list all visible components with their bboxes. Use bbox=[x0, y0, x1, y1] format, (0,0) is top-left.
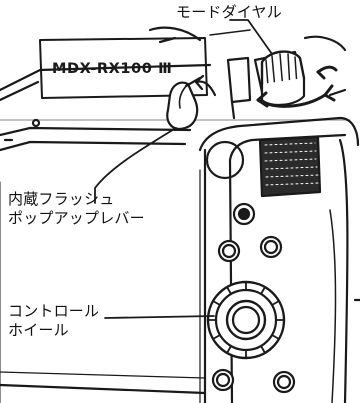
buttons[interactable] bbox=[211, 202, 296, 394]
control-wheel-label: コントロール ホイール bbox=[8, 302, 99, 340]
control-wheel[interactable] bbox=[206, 280, 286, 360]
control-wheel-label-line1: コントロール bbox=[8, 302, 100, 320]
mode-dial[interactable] bbox=[253, 50, 306, 106]
flash-popup-lever[interactable] bbox=[166, 76, 202, 130]
model-plate: MDX-RX100 Ⅲ bbox=[39, 37, 208, 99]
top-controls bbox=[209, 29, 347, 120]
mode-dial-label-text: モードダイヤル bbox=[176, 3, 282, 21]
mode-dial-label: モードダイヤル bbox=[176, 3, 282, 22]
flash-lever-label-line2: ポップアップレバー bbox=[8, 209, 145, 227]
speaker-grill bbox=[258, 135, 322, 198]
camera-side-panel bbox=[198, 116, 360, 403]
lower-panel bbox=[0, 169, 201, 403]
leader-lines bbox=[94, 19, 273, 319]
grip-edge bbox=[329, 138, 360, 403]
flash-lever-label: 内蔵フラッシュ ポップアップレバー bbox=[8, 190, 145, 228]
flash-lever-label-line1: 内蔵フラッシュ bbox=[8, 190, 115, 208]
control-wheel-label-line2: ホイール bbox=[8, 321, 69, 339]
lever-arrow-icon bbox=[194, 74, 217, 97]
model-badge-text: MDX-RX100 Ⅲ bbox=[52, 61, 172, 77]
dial-rotate-arrow-icon bbox=[256, 65, 338, 108]
